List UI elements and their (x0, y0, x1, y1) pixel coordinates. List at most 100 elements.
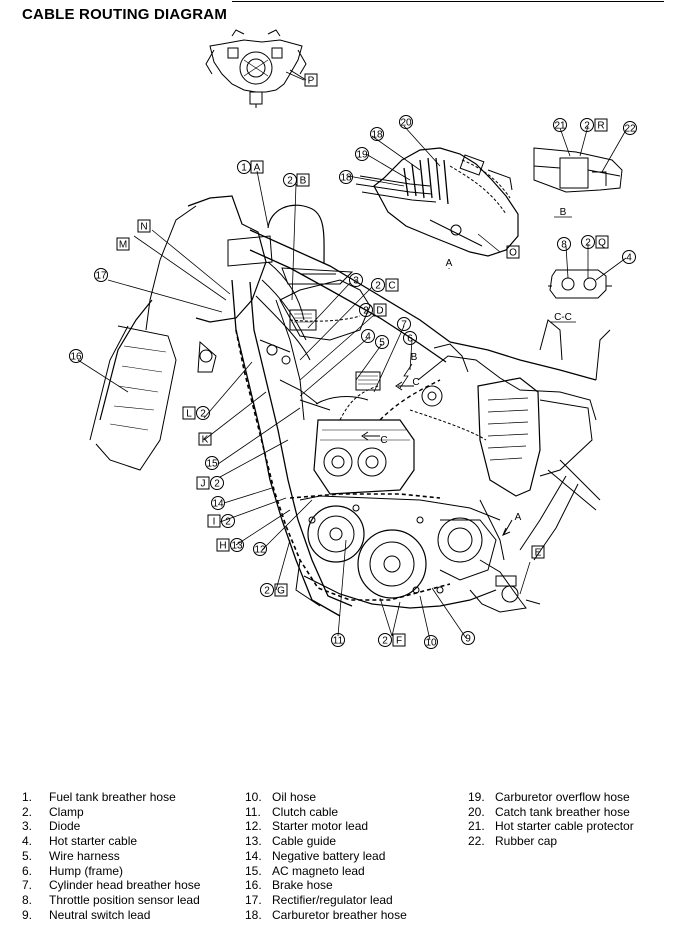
legend-item-number: 9. (22, 907, 33, 922)
legend-item-text: Neutral switch lead (49, 907, 151, 922)
legend-item: 21.Hot starter cable protector (468, 819, 634, 834)
legend-item: 9. Neutral switch lead (22, 908, 200, 923)
legend-item-number: 7. (22, 878, 33, 893)
callout-2-j: 2 (214, 479, 220, 490)
callout-9: 9 (465, 634, 471, 645)
callout-4-cc: 4 (626, 253, 632, 264)
legend-item-number: 8. (22, 892, 33, 907)
legend-item: 19. Carburetor overflow hose (468, 790, 634, 805)
page-title: CABLE ROUTING DIAGRAM (22, 6, 228, 23)
legend-item-text: Diode (49, 819, 81, 834)
legend-item: 18. Carburetor breather hose (245, 908, 407, 923)
legend-item-text: Carburetor breather hose (272, 907, 407, 922)
legend-item-number: 22. (468, 834, 485, 849)
legend-item-text: Negative battery lead (272, 848, 386, 863)
callout-8: 8 (561, 240, 567, 251)
legend-item-text: Catch tank breather hose (495, 804, 630, 819)
view-a-label: A (446, 258, 453, 269)
main-frame-drawing (89, 195, 611, 617)
callout-14: 14 (212, 499, 224, 510)
legend-item-text: Rubber cap (495, 834, 558, 849)
view-cc-label: C-C (554, 312, 572, 323)
callout-2-g: 2 (264, 586, 270, 597)
letter-n: N (140, 222, 147, 233)
header-rule (232, 1, 664, 2)
letter-l: L (186, 409, 192, 420)
callout-10: 10 (425, 638, 437, 649)
letter-g: G (277, 586, 285, 597)
callout-16: 16 (70, 352, 82, 363)
letter-callouts: A B C D E F G H I J K L M N O P Q R (116, 73, 609, 647)
callout-11: 11 (333, 636, 344, 647)
callout-6: 6 (407, 334, 413, 345)
letter-o: O (509, 248, 517, 259)
legend-item: 10.Oil hose (245, 790, 407, 805)
detail-view-b (533, 147, 623, 193)
legend-item-number: 15. (245, 863, 262, 878)
legend-item-number: 14. (245, 848, 262, 863)
callout-1: 1 (241, 163, 247, 174)
legend-item-text: AC magneto lead (272, 863, 365, 878)
legend-item-text: Carburetor overflow hose (495, 790, 630, 804)
callout-18-bottom: 18 (340, 173, 352, 184)
legend-item-text: Brake hose (272, 878, 333, 893)
callout-2-l: 2 (200, 409, 206, 420)
legend-item-text: Hump (frame) (49, 863, 124, 878)
legend-item-text: Clamp (49, 804, 84, 819)
legend-item-number: 5. (22, 848, 33, 863)
legend-item-text: Fuel tank breather hose (49, 790, 176, 804)
callout-19: 19 (356, 150, 368, 161)
legend-item: 6. Hump (frame) (22, 864, 200, 879)
legend-item: 22. Rubber cap (468, 834, 634, 849)
legend-item-text: Cylinder head breather hose (49, 878, 201, 893)
legend-item: 17.Rectifier/regulator lead (245, 893, 407, 908)
legend-item: 11. Clutch cable (245, 805, 407, 820)
letter-b: B (300, 176, 307, 187)
legend-item: 20.Catch tank breather hose (468, 805, 634, 820)
letter-c: C (388, 281, 395, 292)
legend-item-number: 4. (22, 834, 33, 849)
number-callouts: 1 2 3 2 2 7 6 4 5 17 16 2 15 2 14 2 13 1… (69, 115, 637, 649)
legend-item-number: 19. (468, 790, 485, 804)
callout-12: 12 (254, 545, 266, 556)
callout-20: 20 (400, 118, 412, 129)
legend-item-number: 3. (22, 819, 33, 834)
legend-item-text: Wire harness (49, 848, 120, 863)
callout-22: 22 (624, 124, 636, 135)
letter-i: I (213, 517, 216, 528)
legend-item-text: Oil hose (272, 790, 317, 804)
callout-13: 13 (231, 541, 243, 552)
arrow-c-label-2: C (380, 435, 387, 446)
letter-q: Q (598, 238, 606, 249)
callout-2-d: 2 (363, 306, 369, 317)
callout-2-c: 2 (375, 281, 381, 292)
letter-d: D (376, 306, 383, 317)
detail-top-view (205, 29, 307, 108)
legend-item-number: 16. (245, 878, 262, 893)
letter-j: J (201, 479, 206, 490)
legend-item-text: Throttle position sensor lead (49, 892, 200, 907)
arrow-b-label: B (411, 352, 418, 363)
legend-item-number: 6. (22, 863, 33, 878)
letter-p: P (308, 76, 315, 87)
callout-2-b: 2 (287, 176, 293, 187)
letter-k: K (202, 435, 209, 446)
legend-item: 8. Throttle position sensor lead (22, 893, 200, 908)
legend-item-text: Rectifier/regulator lead (272, 892, 393, 907)
legend-item-number: 18. (245, 907, 262, 922)
callout-4: 4 (365, 332, 371, 343)
legend-item-number: 11. (245, 804, 261, 819)
legend-item-number: 21. (468, 819, 485, 834)
legend-item-text: Cable guide (272, 834, 337, 849)
callout-2-r: 2 (584, 121, 590, 132)
legend-item-text: Clutch cable (272, 804, 339, 819)
callout-5: 5 (379, 338, 385, 349)
callout-21: 21 (554, 121, 566, 132)
callout-3: 3 (353, 276, 359, 287)
legend-item-number: 13. (245, 834, 262, 849)
callout-18-top: 18 (371, 130, 383, 141)
legend-item: 15. AC magneto lead (245, 864, 407, 879)
legend-item-number: 1. (22, 790, 33, 804)
